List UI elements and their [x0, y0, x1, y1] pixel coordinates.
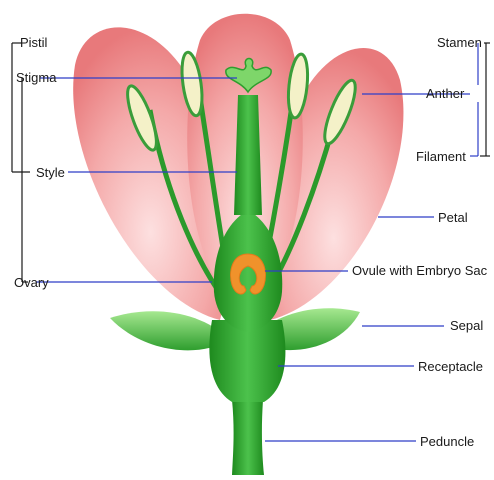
style-tube — [234, 95, 262, 215]
label-style: Style — [36, 165, 65, 180]
label-petal: Petal — [438, 210, 468, 225]
stamen-bracket — [480, 43, 490, 156]
label-stamen: Stamen — [437, 35, 482, 50]
label-peduncle: Peduncle — [420, 434, 474, 449]
peduncle-stalk — [232, 400, 264, 475]
label-pistil: Pistil — [20, 35, 48, 50]
label-stigma: Stigma — [16, 70, 57, 85]
label-sepal: Sepal — [450, 318, 483, 333]
label-ovule: Ovule with Embryo Sac — [352, 263, 488, 278]
label-ovary: Ovary — [14, 275, 49, 290]
receptacle-body — [209, 320, 285, 402]
label-filament: Filament — [416, 149, 466, 164]
label-receptacle: Receptacle — [418, 359, 483, 374]
label-anther: Anther — [426, 86, 465, 101]
